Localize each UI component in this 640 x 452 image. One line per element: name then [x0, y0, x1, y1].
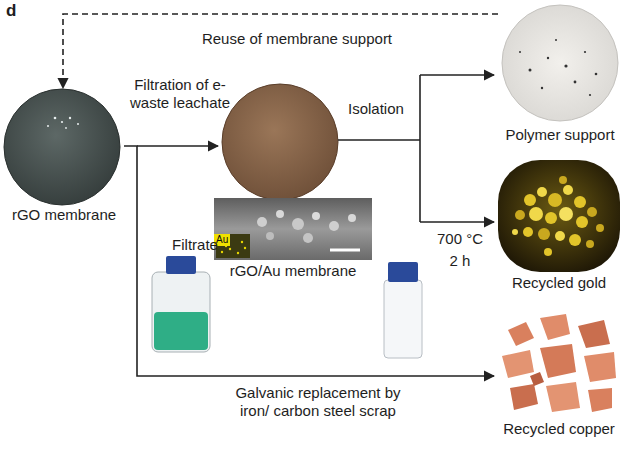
node-label: Recycled copper: [494, 420, 624, 438]
product-node: Polymer support: [498, 4, 622, 144]
product-node: Recycled copper: [494, 310, 624, 438]
rgo-membrane-image: [4, 89, 120, 205]
connector: [63, 14, 498, 88]
node-label: Polymer support: [498, 126, 622, 144]
sample-label: Filtrate: [156, 236, 234, 254]
sem-image: [214, 198, 372, 260]
polymer-support-image: [502, 5, 618, 121]
loaded-membrane-image: [222, 84, 338, 200]
filtrate-bottle: [152, 256, 210, 352]
panel-letter: d: [6, 2, 30, 20]
node-label: rGO/Au membrane: [212, 262, 374, 280]
step-label: Filtration of e-waste leachate: [118, 76, 242, 112]
edge-label: Galvanic replacement by iron/ carbon ste…: [233, 384, 403, 420]
copper-image: [502, 314, 616, 412]
condition-label: 700 °C: [428, 230, 492, 248]
step-label: Isolation: [348, 100, 418, 118]
product-node: Recycled gold: [494, 160, 624, 292]
node-label: rGO membrane: [2, 206, 126, 224]
connectors: [63, 14, 498, 376]
node-label: Recycled gold: [494, 274, 624, 292]
condition-label: 2 h: [428, 252, 492, 270]
edge-label: Reuse of membrane support: [177, 30, 417, 48]
clear-vial: [384, 262, 422, 358]
connector: [124, 146, 494, 376]
membrane-node: rGO membrane: [2, 88, 126, 224]
gold-image: [498, 160, 620, 272]
sem-panel: rGO/Au membraneAu: [212, 198, 374, 280]
